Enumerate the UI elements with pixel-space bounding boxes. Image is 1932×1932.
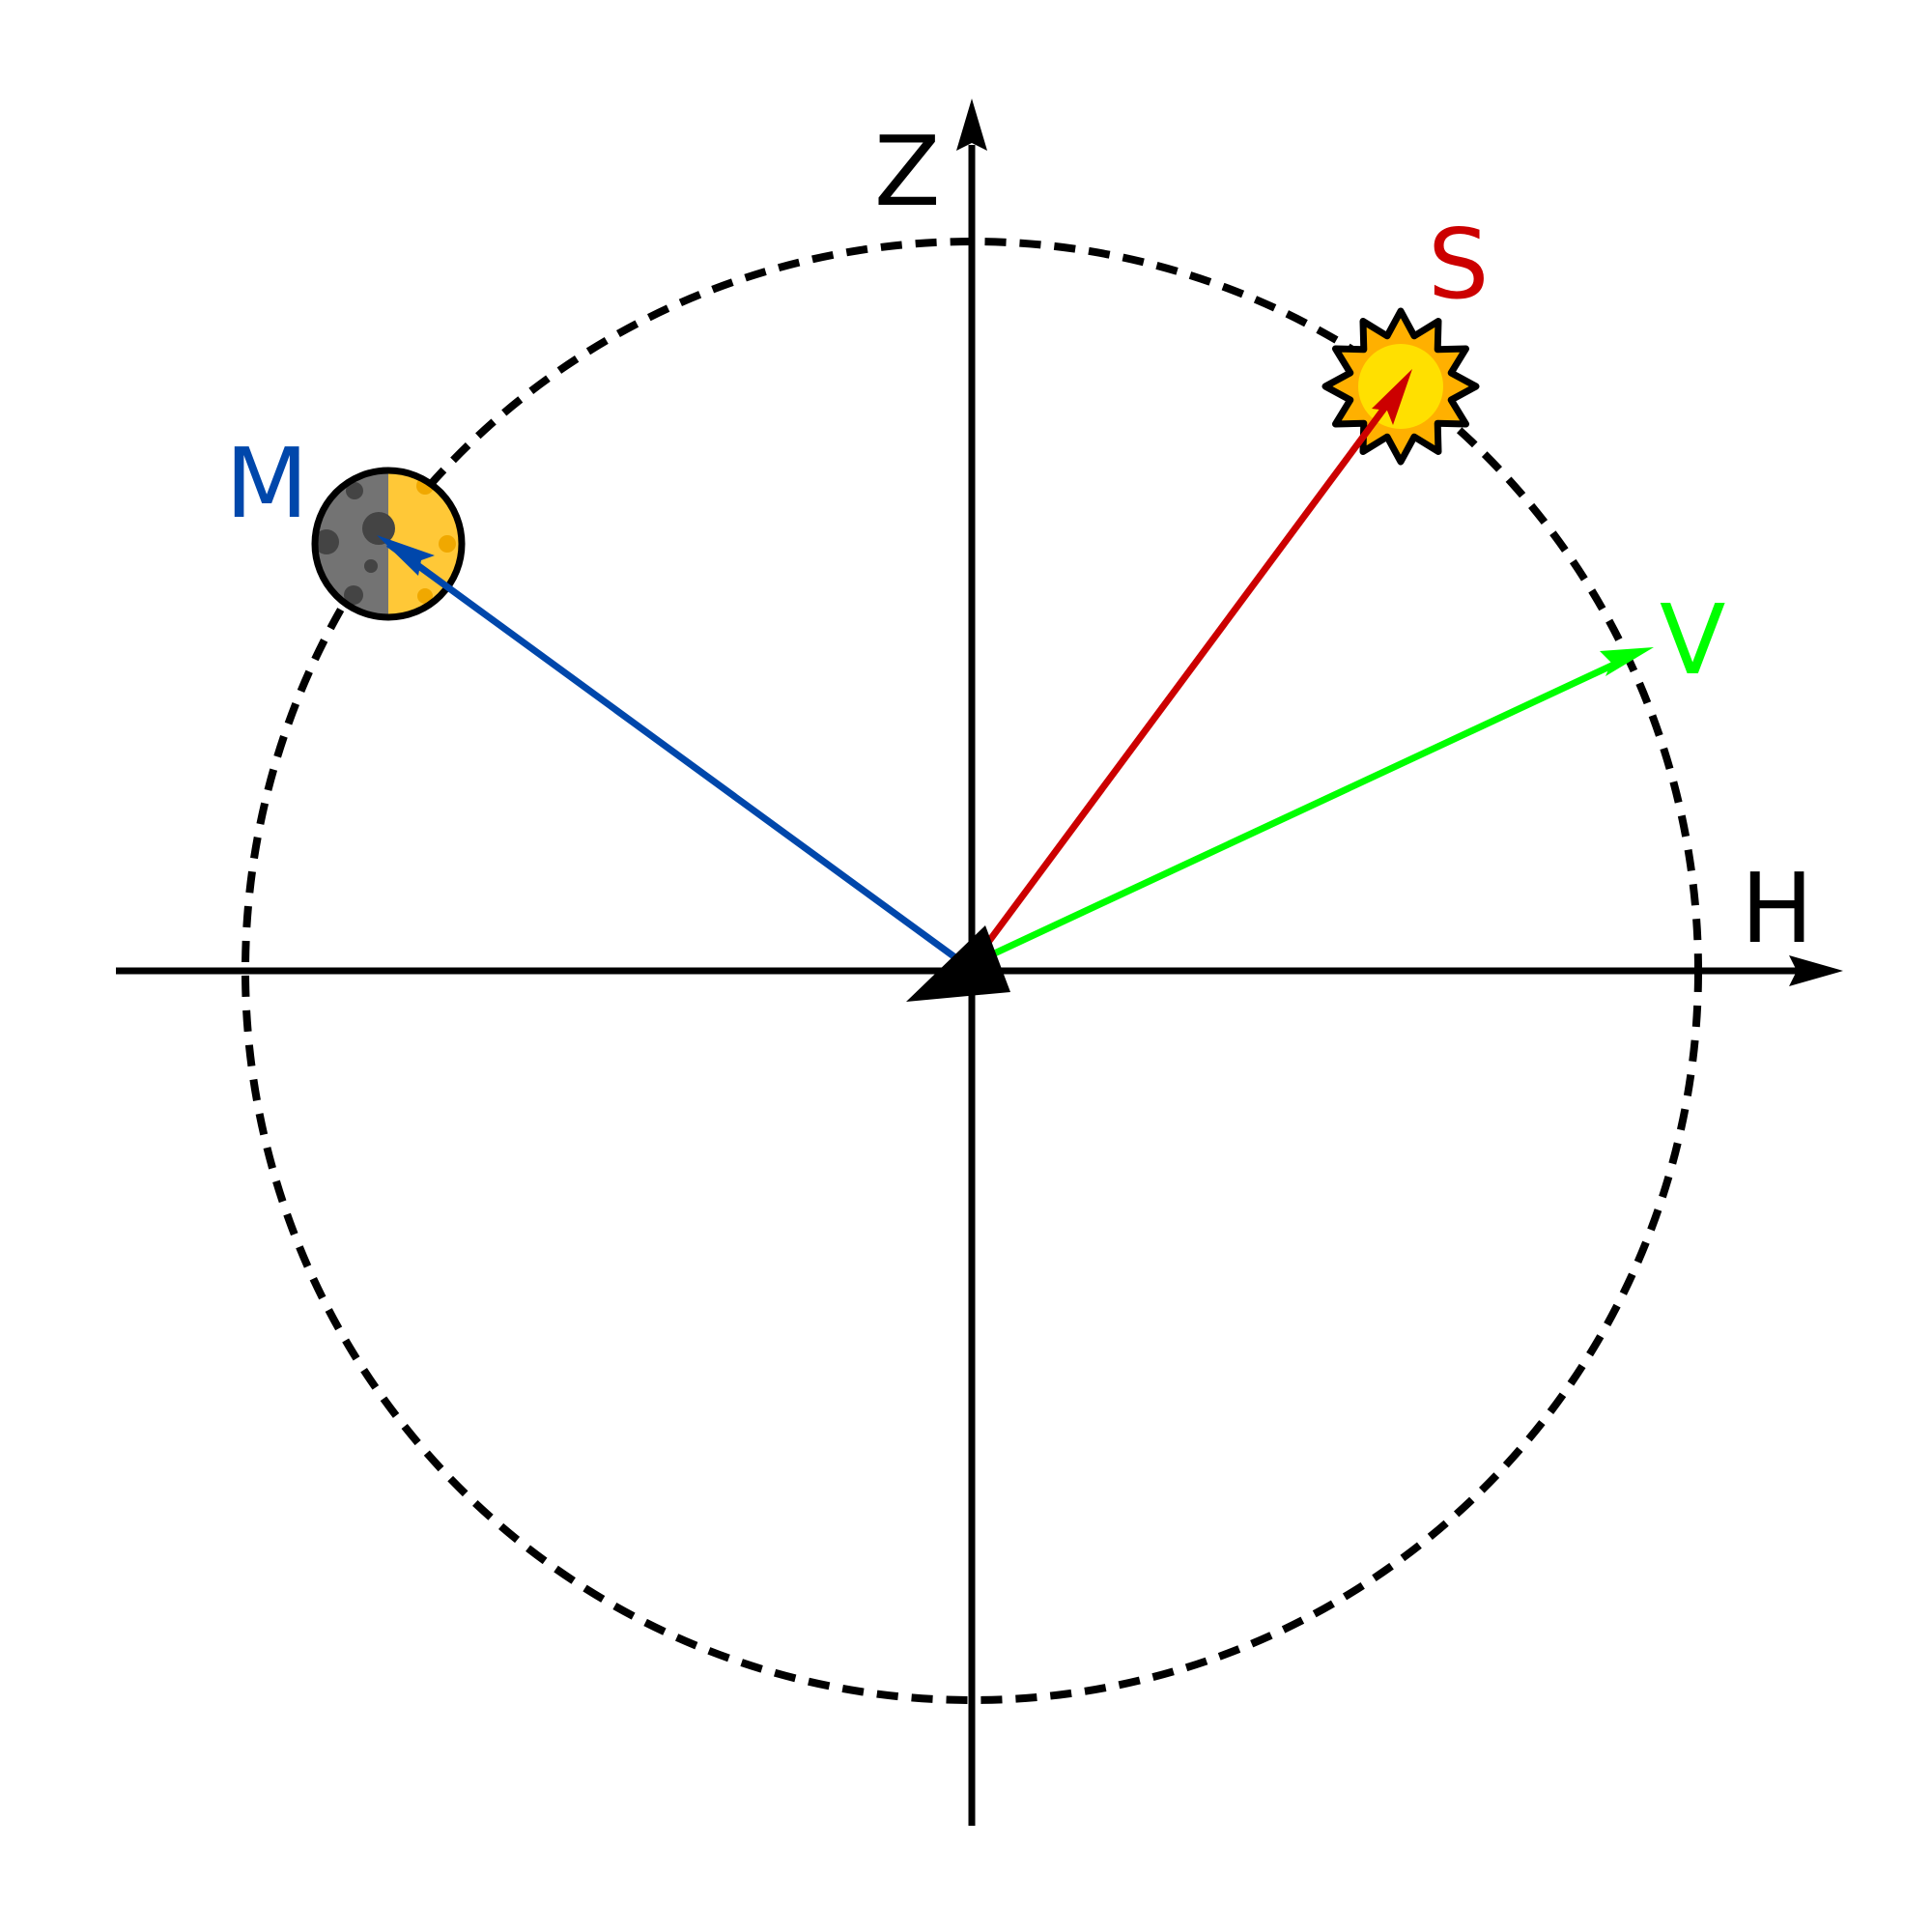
horizontal-axis-label: H [1741,852,1813,965]
horizontal-axis-arrowhead [1789,955,1843,986]
moon-label: M [225,427,308,540]
view-vector-arrow [974,651,1636,966]
observer-triangle-icon [906,925,1010,1002]
sun-vector-arrowhead [1372,369,1412,425]
moon-vector-arrowhead [377,535,435,576]
vertical-axis-label: Z [874,115,941,228]
sun-vector-arrow [973,381,1406,962]
view-label: V [1660,583,1725,696]
sun-label: S [1428,208,1489,321]
view-vector-arrowhead [1600,647,1654,676]
vertical-axis-arrowhead [956,99,987,151]
moon-vector-arrow [385,541,959,961]
